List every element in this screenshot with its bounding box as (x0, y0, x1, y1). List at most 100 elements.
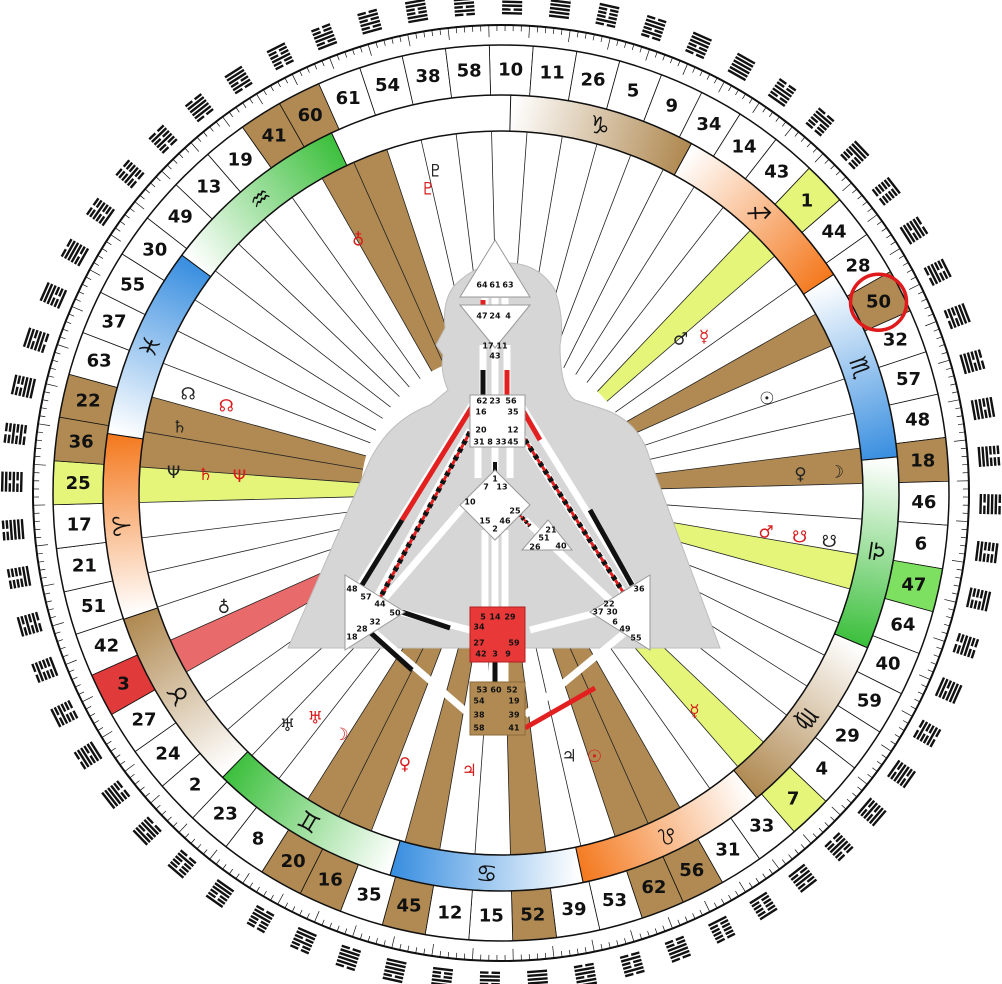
gate-number: 16 (318, 869, 343, 890)
degree-tick (93, 262, 100, 266)
hexagram-icon (184, 93, 214, 123)
bodygraph-gate-number: 62 (476, 397, 487, 406)
bodygraph-gate-number: 39 (508, 711, 520, 720)
degree-tick (639, 46, 643, 53)
gate-number: 60 (298, 105, 323, 126)
bodygraph-gate-number: 48 (346, 585, 358, 594)
degree-tick (902, 262, 909, 266)
degree-tick (45, 600, 52, 603)
gate-number: 52 (520, 904, 545, 925)
degree-tick (321, 919, 325, 926)
degree-tick (106, 740, 112, 745)
degree-tick (901, 710, 913, 717)
degree-tick (321, 60, 325, 67)
gate-number: 62 (641, 877, 666, 898)
degree-tick (106, 241, 112, 246)
gate-number: 10 (498, 60, 523, 81)
degree-tick (35, 439, 43, 442)
degree-tick (161, 810, 167, 816)
bodygraph-gate-number: 16 (475, 408, 487, 417)
degree-tick (876, 760, 883, 766)
degree-tick (134, 201, 145, 210)
gate-number: 48 (905, 410, 930, 431)
degree-tick (927, 669, 934, 673)
hexagram-icon (1, 519, 25, 541)
degree-tick (645, 49, 650, 61)
degree-tick (439, 28, 442, 35)
planet-glyph: ♁ (352, 231, 364, 251)
degree-tick (630, 930, 635, 942)
degree-tick (755, 878, 760, 884)
hexagram-icon (289, 926, 317, 955)
degree-tick (71, 676, 78, 680)
degree-tick (65, 659, 77, 665)
gate-number: 35 (356, 884, 381, 905)
degree-tick (919, 674, 931, 680)
degree-tick (59, 336, 66, 340)
degree-tick (930, 661, 937, 665)
degree-tick (40, 407, 47, 410)
planet-wedge (597, 230, 775, 402)
degree-tick (36, 431, 43, 434)
planet-wedge (139, 466, 362, 503)
degree-tick (802, 834, 812, 844)
gate-spoke (622, 313, 816, 425)
degree-tick (917, 691, 924, 695)
hexagram-icon (767, 77, 797, 107)
bodygraph-gate-number: 35 (507, 408, 519, 417)
gate-number: 12 (437, 902, 462, 923)
planet-glyph: ♇ (421, 180, 436, 200)
degree-tick (910, 706, 917, 710)
hexagram-icon (805, 107, 835, 137)
degree-tick (82, 283, 88, 288)
degree-tick (944, 599, 957, 603)
bodygraph-gate-number: 26 (529, 543, 541, 552)
degree-tick (951, 391, 958, 394)
hexagram-icon (923, 258, 952, 287)
gate-number: 19 (228, 149, 253, 170)
gate-spoke (321, 178, 433, 372)
degree-tick (616, 39, 619, 46)
degree-tick (78, 291, 85, 295)
degree-tick (544, 27, 547, 34)
degree-tick (329, 922, 333, 929)
gate-spoke (628, 345, 832, 437)
degree-tick (889, 248, 901, 256)
hexagram-icon (857, 797, 887, 827)
gate-spoke (606, 255, 775, 402)
degree-tick (399, 943, 402, 950)
degree-tick (704, 900, 711, 912)
planet-wedge (405, 627, 478, 850)
degree-tick (794, 849, 799, 855)
degree-tick (35, 536, 42, 539)
gate-spoke (147, 523, 365, 574)
gate-number: 33 (749, 816, 774, 837)
hexagram-icon (548, 0, 572, 20)
degree-tick (38, 560, 45, 563)
bodygraph-gate-number: 11 (496, 342, 508, 351)
degree-tick (781, 859, 787, 865)
degree-tick (591, 939, 595, 952)
degree-tick (110, 234, 121, 242)
hexagram-icon (31, 656, 59, 684)
gate-spoke (353, 162, 445, 366)
gate-number: 63 (87, 350, 112, 371)
degree-tick (40, 576, 47, 579)
degree-tick (74, 298, 81, 302)
degree-tick (568, 949, 571, 956)
gate-spoke (615, 283, 797, 413)
gate-number: 45 (396, 895, 421, 916)
degree-tick (771, 859, 780, 870)
gate-spoke (633, 378, 845, 450)
degree-tick (110, 747, 116, 752)
degree-tick (600, 943, 603, 950)
bodygraph-gate-number: 3 (492, 650, 498, 659)
gate-spoke (639, 447, 861, 477)
degree-tick (647, 931, 650, 937)
gate-number: 39 (561, 899, 586, 920)
hexagram-icon (899, 216, 929, 245)
sacral-center (469, 606, 526, 663)
degree-tick (781, 121, 787, 127)
gate-spoke (575, 186, 695, 375)
bodygraph-gate-number: 44 (374, 600, 386, 609)
